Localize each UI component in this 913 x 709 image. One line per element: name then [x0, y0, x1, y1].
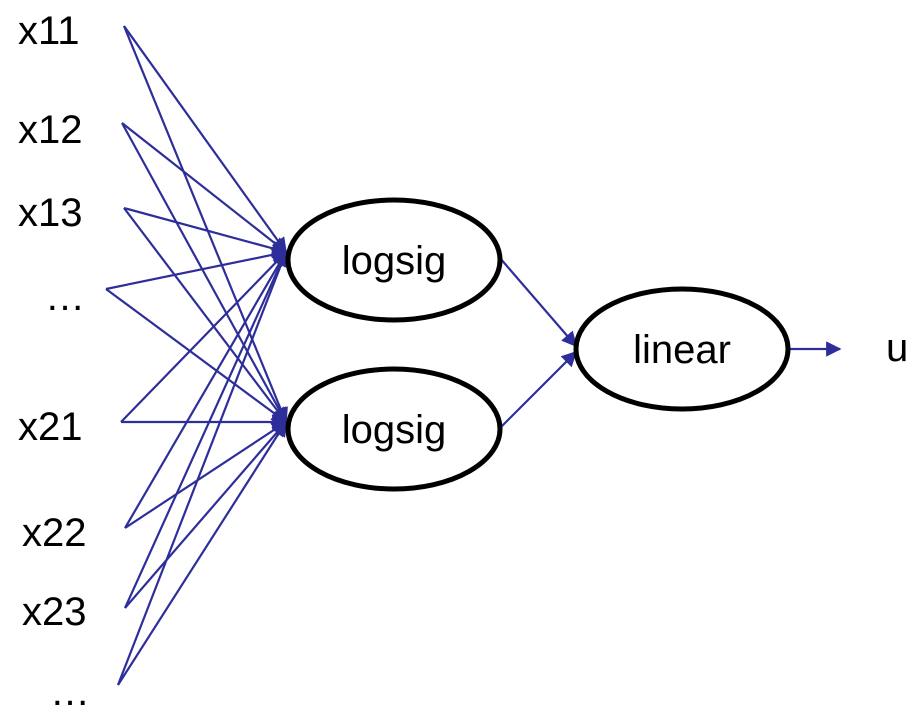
hidden-node-2: logsig [285, 366, 503, 492]
hidden-node-2-ellipse [285, 366, 503, 492]
output-label-u: u [886, 326, 908, 370]
output-node-label: linear [633, 328, 731, 372]
input-label-dots-1: … [45, 275, 85, 319]
input-label-x21: x21 [18, 405, 83, 449]
edge-dots-2-to-hidden-2 [117, 420, 287, 686]
edge-hidden-2-to-output [499, 350, 578, 429]
edge-x12-to-hidden-2 [121, 122, 287, 424]
edge-x13-to-hidden-2 [123, 207, 287, 424]
input-label-dots-2: … [50, 670, 90, 709]
input-label-x23: x23 [22, 590, 87, 634]
input-label-x11: x11 [18, 9, 80, 53]
output-node: linear [573, 286, 791, 412]
edge-x21-to-hidden-1 [120, 250, 288, 423]
hidden-node-2-label: logsig [342, 408, 447, 452]
edge-x23-to-hidden-1 [123, 250, 288, 609]
edge-x11-to-hidden-1 [123, 25, 287, 254]
hidden-to-output-edges [499, 257, 842, 429]
edge-x23-to-hidden-2 [124, 420, 288, 609]
edge-x22-to-hidden-2 [124, 421, 288, 529]
edge-hidden-1-to-output [499, 257, 578, 348]
edge-x22-to-hidden-1 [124, 250, 287, 529]
input-labels: x11 x12 x13 … x21 x22 x23 … [18, 9, 90, 709]
edge-x11-to-hidden-2 [122, 25, 288, 424]
edge-dots-2-to-hidden-1 [116, 250, 289, 686]
hidden-node-1-label: logsig [342, 239, 447, 283]
input-label-x12: x12 [18, 108, 83, 152]
edge-dots-1-to-hidden-1 [105, 247, 288, 291]
edge-x13-to-hidden-1 [123, 206, 288, 256]
hidden-node-1-ellipse [285, 197, 503, 323]
edge-dots-1-to-hidden-2 [105, 288, 288, 423]
input-label-x13: x13 [18, 191, 83, 235]
input-to-hidden-edges [105, 25, 289, 686]
hidden-node-1: logsig [285, 197, 503, 323]
input-label-x22: x22 [22, 511, 87, 555]
output-node-ellipse [573, 286, 791, 412]
edge-x12-to-hidden-1 [121, 122, 288, 253]
